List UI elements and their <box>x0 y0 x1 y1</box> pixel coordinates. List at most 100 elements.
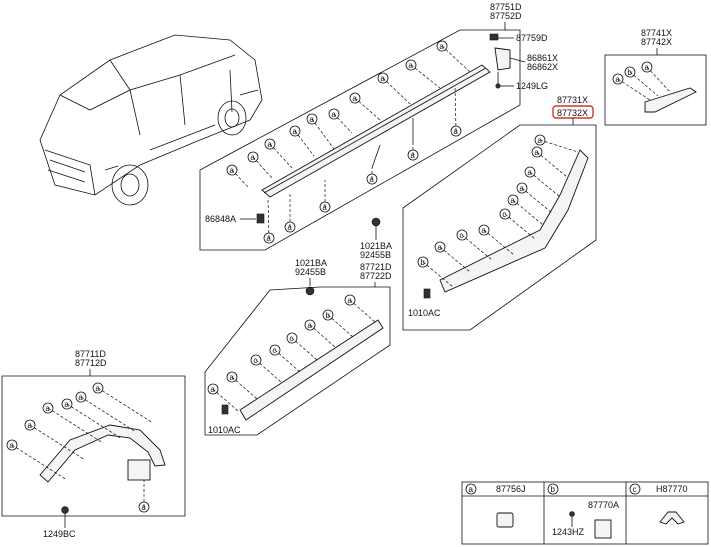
callout-bubble-letter: a <box>537 136 542 145</box>
label-92455B-left: 92455B <box>295 267 326 277</box>
callout-bubble-letter: a <box>481 226 486 235</box>
callout-bubble <box>284 221 296 233</box>
callout-bubble <box>478 224 490 236</box>
callout-bubble <box>226 164 238 176</box>
callout-bubble <box>450 125 462 137</box>
callout-bubble-letter: a <box>45 404 50 413</box>
callout-bubble <box>516 182 528 194</box>
label-1021BA-left: 1021BA <box>295 258 327 268</box>
callout-bubble <box>269 344 281 356</box>
front-door-molding-group: 1021BA 92455B 1021BA 92455B 87721D 87722… <box>204 217 392 436</box>
legend-b-part: 87770A <box>588 500 619 510</box>
callout-bubble-letter: a <box>369 175 374 184</box>
callout-bubble <box>417 256 429 268</box>
front-door-molding <box>239 319 384 421</box>
callout-bubble-letter: a <box>250 153 255 162</box>
rear-garnish <box>644 87 697 113</box>
callout-bubble <box>207 383 219 395</box>
callout-bubble <box>612 73 624 85</box>
callout-bubble-letter: a <box>437 243 442 252</box>
callout-bubble-letter: a <box>9 441 14 450</box>
callout-bubble <box>304 319 316 331</box>
callout-bubble-letter: a <box>410 151 415 160</box>
label-1249BC: 1249BC <box>43 529 76 539</box>
label-87751D: 87751D <box>490 2 522 12</box>
callout-bubble <box>250 354 262 366</box>
label-87731X: 87731X <box>557 95 588 105</box>
label-87721D: 87721D <box>360 262 392 272</box>
label-87712D: 87712D <box>75 358 107 368</box>
label-86862X: 86862X <box>527 62 558 72</box>
callout-bubble-letter: a <box>644 63 649 72</box>
callout-bubble-letter: a <box>534 148 539 157</box>
callout-bubble <box>92 382 104 394</box>
callout-bubble-letter: c <box>459 231 463 240</box>
callout-bubble-letter: a <box>292 127 297 136</box>
rear-door-molding-group: 87731X 87732X 1010AC <box>402 95 597 331</box>
callout-bubble-letter: a <box>141 503 146 512</box>
callout-bubble-letter: b <box>627 68 632 77</box>
callout-bubble-letter: a <box>347 296 352 305</box>
callout-bubble <box>263 232 275 244</box>
legend-b-letter: b <box>551 485 556 494</box>
rear-bubbles: aba <box>612 61 671 101</box>
callout-bubble <box>247 151 259 163</box>
callout-bubble <box>407 149 419 161</box>
legend-a-letter: a <box>469 485 474 494</box>
callout-bubble-letter: c <box>289 334 293 343</box>
callout-bubble <box>499 208 511 220</box>
callout-bubble <box>42 402 54 414</box>
callout-bubble-letter: a <box>287 223 292 232</box>
callout-bubble <box>349 92 361 104</box>
rear-door-molding <box>439 149 589 293</box>
callout-bubble <box>377 72 389 84</box>
callout-bubble <box>6 439 18 451</box>
callout-bubble-letter: a <box>352 94 357 103</box>
label-87732X: 87732X <box>557 108 588 118</box>
callout-bubble-letter: a <box>78 393 83 402</box>
callout-bubble <box>436 40 448 52</box>
callout-bubble <box>306 113 318 125</box>
label-1249LG: 1249LG <box>516 81 548 91</box>
label-87741X: 87741X <box>641 28 672 38</box>
vehicle-illustration <box>39 34 263 206</box>
callout-bubble <box>507 194 519 206</box>
callout-bubble <box>434 241 446 253</box>
callout-bubble <box>24 419 36 431</box>
callout-bubble-letter: a <box>380 74 385 83</box>
callout-bubble-letter: c <box>253 356 257 365</box>
callout-bubble-letter: a <box>322 203 327 212</box>
callout-bubble-letter: a <box>229 166 234 175</box>
callout-bubble <box>286 332 298 344</box>
legend-c-letter: c <box>633 485 637 494</box>
callout-bubble <box>319 201 331 213</box>
callout-bubble <box>641 61 653 73</box>
callout-bubble-letter: a <box>510 196 515 205</box>
callout-bubble-letter: a <box>439 42 444 51</box>
label-87722D: 87722D <box>360 271 392 281</box>
callout-bubble <box>322 309 334 321</box>
label-86848A: 86848A <box>205 214 236 224</box>
callout-bubble-letter: a <box>95 384 100 393</box>
callout-bubble <box>226 371 238 383</box>
callout-bubble-letter: a <box>210 385 215 394</box>
callout-bubble-letter: a <box>64 400 69 409</box>
callout-bubble <box>75 391 87 403</box>
clip-c-icon <box>659 511 685 525</box>
label-86861X: 86861X <box>527 53 558 63</box>
clip-b-icon <box>594 519 612 539</box>
label-1010AC-right: 1010AC <box>408 308 441 318</box>
callout-bubble <box>366 173 378 185</box>
callout-bubble <box>289 125 301 137</box>
callout-bubble <box>138 501 150 513</box>
callout-bubble-letter: a <box>307 321 312 330</box>
clip-a-icon <box>496 512 514 528</box>
rear-garnish-group: 87741X 87742X <box>604 28 707 126</box>
callout-bubble-letter: a <box>309 115 314 124</box>
callout-bubble-letter: a <box>519 184 524 193</box>
